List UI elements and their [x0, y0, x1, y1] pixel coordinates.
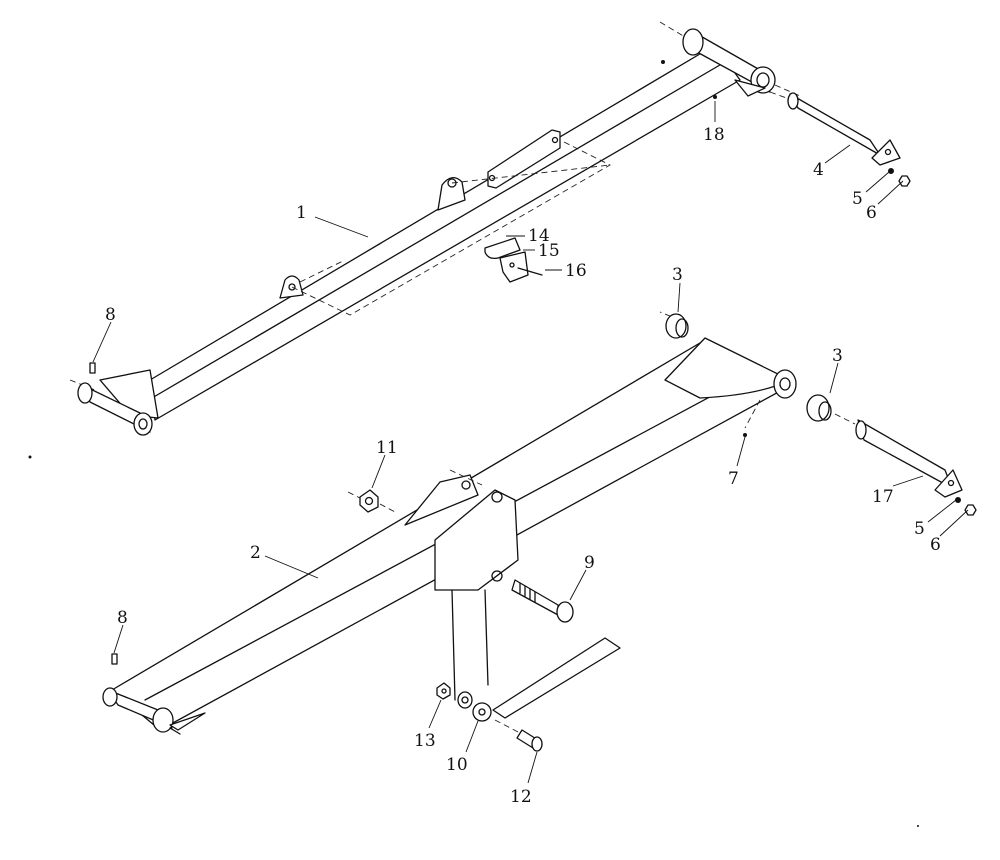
callout-2: 2 [250, 543, 261, 563]
fasteners [89, 362, 574, 752]
callout-6: 6 [866, 203, 877, 223]
callout-17: 17 [872, 487, 894, 507]
callout-8: 8 [105, 305, 116, 325]
callout-14: 14 [528, 226, 550, 246]
callout-15: 15 [538, 241, 560, 261]
callout-16: 16 [565, 261, 587, 281]
callout-5: 5 [914, 519, 925, 539]
leader-lines [92, 101, 969, 784]
callouts: 1 2 3 3 4 5 5 6 6 7 8 8 9 10 11 12 13 14… [105, 125, 941, 807]
callout-5: 5 [852, 189, 863, 209]
callout-13: 13 [414, 731, 436, 751]
callout-3: 3 [832, 346, 843, 366]
callout-11: 11 [376, 438, 398, 458]
callout-3: 3 [672, 265, 683, 285]
callout-7: 7 [728, 469, 739, 489]
lower-arm [102, 311, 797, 735]
clamp-bracket [484, 237, 543, 283]
callout-18: 18 [703, 125, 725, 145]
callout-6: 6 [930, 535, 941, 555]
callout-4: 4 [813, 160, 824, 180]
callout-10: 10 [446, 755, 468, 775]
callout-1: 1 [296, 203, 307, 223]
upper-arm [69, 21, 801, 436]
callout-12: 12 [510, 787, 532, 807]
pivot-hardware-lower [661, 60, 977, 516]
pivot-pin-upper [769, 91, 911, 187]
callout-8: 8 [117, 608, 128, 628]
callout-9: 9 [584, 553, 595, 573]
